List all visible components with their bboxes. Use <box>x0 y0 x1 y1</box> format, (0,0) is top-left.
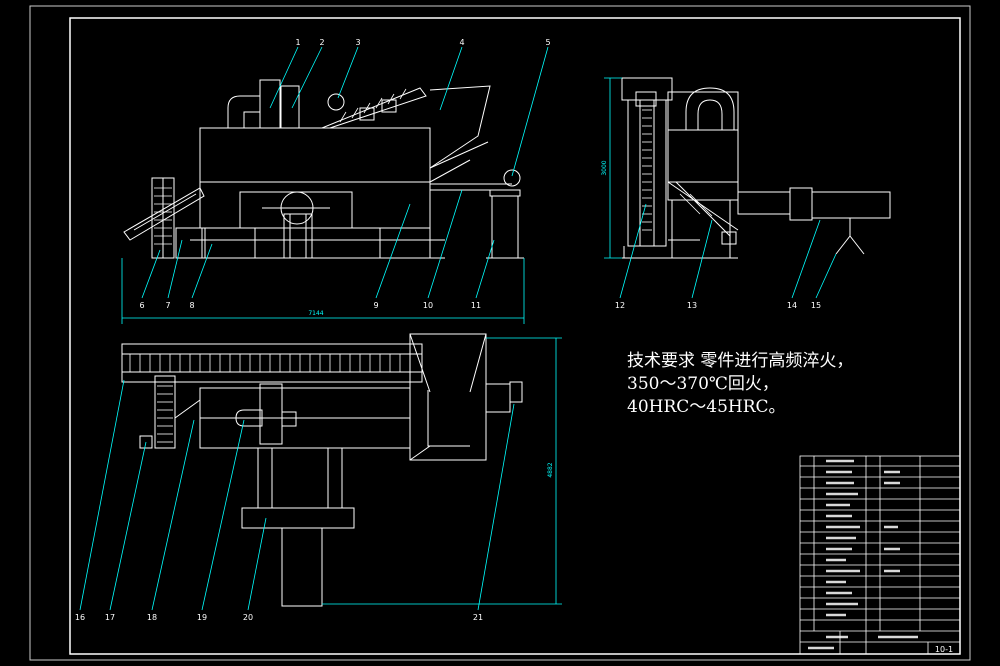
callout-18: 18 <box>147 613 157 622</box>
drawing-number: 10-1 <box>935 645 953 654</box>
callouts: 1 2 3 4 5 6 7 8 9 10 11 12 13 14 15 16 1… <box>75 38 821 622</box>
side-view-hatch <box>642 109 713 231</box>
callout-15: 15 <box>811 301 821 310</box>
callout-6: 6 <box>139 301 144 310</box>
top-view <box>121 333 523 607</box>
drawing-frame <box>69 17 961 655</box>
callout-21: 21 <box>473 613 483 622</box>
technical-requirements: 技术要求 零件进行高频淬火， 350～370℃回火， 40HRC～45HRC。 <box>627 350 853 419</box>
callout-19: 19 <box>197 613 207 622</box>
callout-4: 4 <box>459 38 464 47</box>
top-view-hatch <box>129 354 411 443</box>
front-view <box>123 79 524 259</box>
note-line-3: 40HRC～45HRC。 <box>627 397 786 417</box>
dimension-top-depth: 4882 <box>547 462 554 477</box>
callout-10: 10 <box>423 301 433 310</box>
drawing-border <box>29 5 971 661</box>
callout-16: 16 <box>75 613 85 622</box>
callout-11: 11 <box>471 301 481 310</box>
callout-20: 20 <box>243 613 253 622</box>
callout-1: 1 <box>295 38 300 47</box>
callout-2: 2 <box>319 38 324 47</box>
callout-14: 14 <box>787 301 797 310</box>
side-view <box>621 77 891 259</box>
callout-7: 7 <box>165 301 170 310</box>
note-line-2: 350～370℃回火， <box>627 374 779 394</box>
parts-list <box>799 455 961 655</box>
callout-17: 17 <box>105 613 115 622</box>
callout-8: 8 <box>189 301 194 310</box>
dimension-front-length: 7144 <box>308 310 323 317</box>
front-view-hatch <box>154 88 407 245</box>
callout-5: 5 <box>545 38 550 47</box>
callout-13: 13 <box>687 301 697 310</box>
dimension-lines <box>121 77 622 605</box>
note-line-1: 技术要求 零件进行高频淬火， <box>627 351 854 371</box>
callout-12: 12 <box>615 301 625 310</box>
callout-3: 3 <box>355 38 360 47</box>
callout-9: 9 <box>373 301 378 310</box>
leader-lines <box>79 46 837 611</box>
parts-list-entries <box>808 459 918 650</box>
dimension-side-height: 3000 <box>601 160 608 175</box>
